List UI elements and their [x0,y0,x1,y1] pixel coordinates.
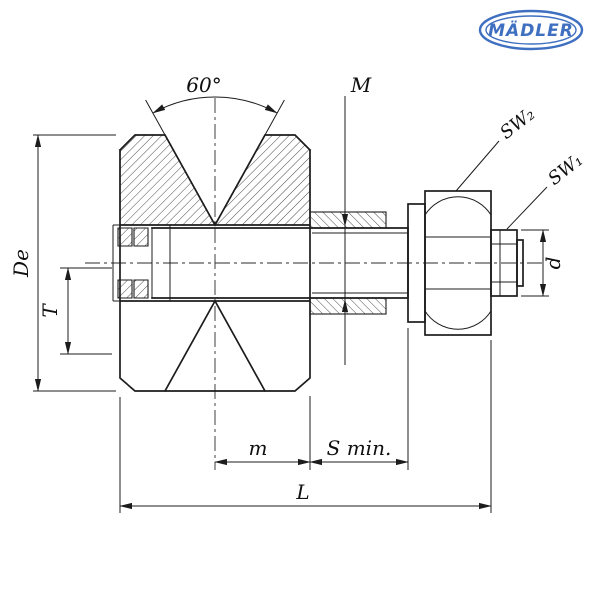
sw2-callout: SW₂ [455,104,539,192]
label-groove-angle: 60° [186,73,221,97]
dim-m: m [214,396,311,470]
logo-text: MÄDLER [488,19,574,41]
threaded-stud [151,211,409,315]
logo-outer-ellipse [478,9,584,51]
dim-s-min: S min. [309,328,409,470]
thread-lines [312,232,408,294]
end-hex-facets [491,230,517,296]
stud-collar-top-section [309,211,387,229]
dim-overall-length: L [119,340,492,513]
dim-L-extension-lines [119,340,492,513]
dim-depth: T [38,267,112,355]
outer-ring-left-section [119,134,216,226]
dim-stud-diameter: d [521,229,565,297]
outer-ring-right-section [214,134,311,226]
label-s-min: S min. [327,436,392,460]
label-thread: M [350,73,372,97]
seal-rings [117,227,149,299]
dim-outer-diameter: De [9,134,116,392]
angle-annotation: 60° [145,73,285,226]
angle-flank-lines [145,99,285,226]
logo-inner-ellipse [485,15,577,45]
label-stud-diameter: d [541,257,565,270]
sw1-callout: SW₁ [506,150,587,230]
bearing-bushing [112,224,171,302]
hex-nut-facets [424,196,492,330]
thread-callout: M [341,73,372,365]
label-outer-diameter: De [9,249,33,278]
label-m: m [249,436,268,460]
nut-assembly [407,190,524,336]
label-overall-length: L [295,480,309,504]
label-depth: T [38,303,62,318]
stud-end-tip [516,239,524,287]
centerlines [85,98,545,470]
stud-collar-bottom-section [309,297,387,315]
label-wrench-size-2: SW₂ [496,104,539,144]
label-wrench-size-1: SW₁ [544,150,587,190]
sw1-leader-line [506,186,548,230]
roller-section [112,134,312,393]
dim-De-extension-lines [33,134,116,392]
angle-arc [152,96,278,114]
sw2-leader-line [455,140,500,192]
brand-logo: MÄDLER [478,9,584,51]
